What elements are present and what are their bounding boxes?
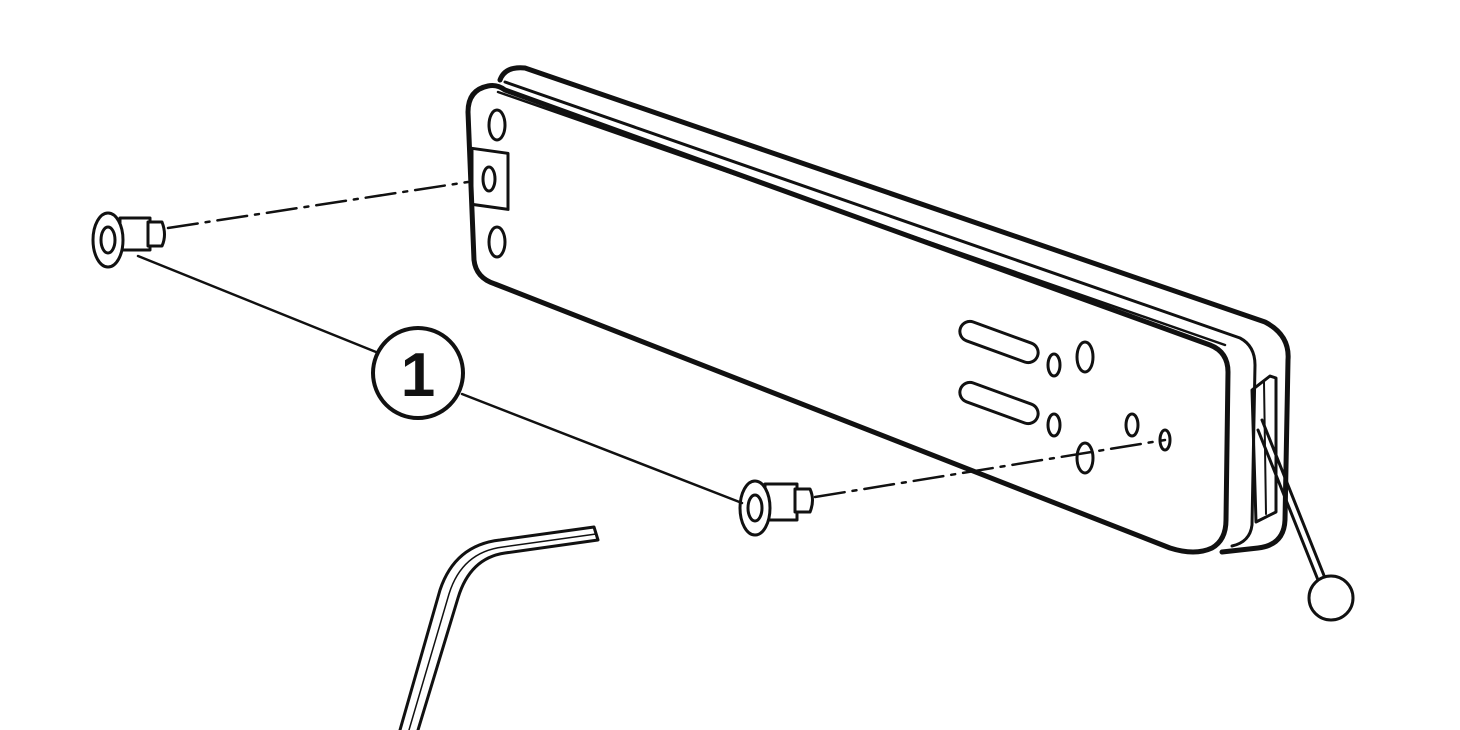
hole [1046,412,1062,438]
plate-rim-line [496,90,1227,347]
screw-top [91,211,166,269]
callout-leaders [136,254,744,505]
callout-number: 1 [401,341,435,410]
hole [1046,352,1062,378]
plate-rim-inner [503,80,1257,548]
mounting-plate [465,65,1291,555]
alignment-lines [166,180,1167,499]
plate-side-slot [1250,374,1278,524]
hole [487,225,507,259]
slot [958,319,1040,365]
hole [487,108,507,142]
hole [1075,441,1095,475]
release-lever [1256,418,1355,622]
callout-1: 1 [371,326,465,420]
slot [958,380,1040,426]
plate-holes-right [958,319,1172,475]
plate-back-outline [497,65,1291,555]
hole-bracket [470,146,510,211]
hole [1075,340,1095,374]
hole [481,165,497,193]
plate-holes-left [470,108,510,259]
hole [1124,412,1140,438]
screw-bottom [738,479,814,537]
plate-front-face [465,83,1231,555]
allen-key [398,525,600,730]
